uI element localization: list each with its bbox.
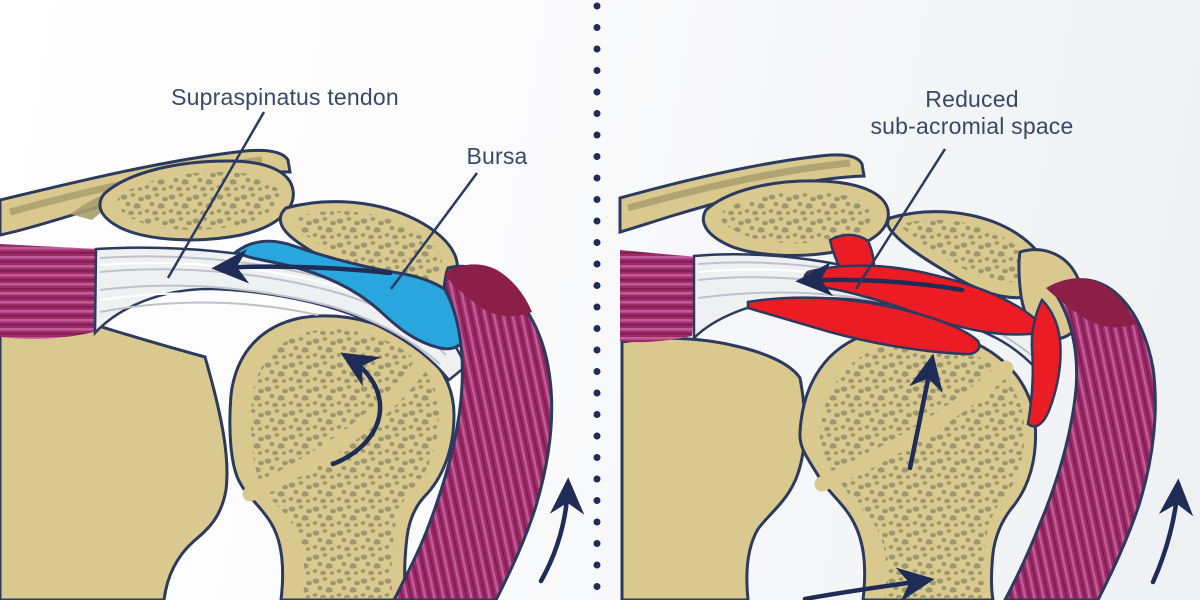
supraspinatus-leader-line [166, 111, 266, 279]
reduced-label-line1: Reduced [925, 86, 1019, 112]
normal-shoulder-illustration [0, 111, 585, 600]
bursa-leader-line [389, 172, 479, 290]
supraspinatus-tendon-label: Supraspinatus tendon [160, 84, 410, 111]
trabecular-texture [819, 342, 1025, 600]
deltoid-tendon-dark [1046, 278, 1136, 328]
deltoid-muscle [1003, 278, 1157, 600]
humerus-bone [228, 314, 456, 600]
scapula-bone [0, 308, 229, 600]
bursa-label-text: Bursa [466, 143, 528, 169]
reduced-label-line2: sub-acromial space [870, 113, 1074, 139]
supraspinatus-muscle [0, 244, 102, 339]
joint-space-arrow-icon [802, 567, 935, 600]
tendon-glide-arrow-icon [795, 261, 965, 297]
inflammation-insertion-streak [1026, 297, 1062, 428]
inflammation-top-pool [828, 233, 876, 270]
bursa-label: Bursa [447, 143, 547, 170]
inflammation-lower-band [746, 296, 981, 356]
scapula-bone [620, 336, 807, 600]
deltoid-tendon-dark [444, 264, 532, 317]
impinged-shoulder-illustration [618, 148, 1194, 600]
reduced-space-leader-line [854, 148, 947, 290]
supraspinatus-muscle [620, 250, 700, 343]
inflamed-bursa [746, 233, 1062, 428]
arm-elevation-arrow-icon [538, 477, 585, 584]
anatomical-neck-line [242, 356, 430, 502]
reduced-subacromial-space-label: Reduced sub-acromial space [822, 86, 1122, 140]
panel-divider-dotted-line [593, 2, 601, 600]
tendon-glide-arrow-icon [211, 249, 393, 284]
bone-shadow [627, 159, 851, 212]
deltoid-muscle [392, 264, 554, 600]
acromion-bone-segment-2 [886, 210, 1050, 300]
acromion-bone-segment-1 [98, 159, 295, 242]
arm-elevation-arrow-icon [1150, 478, 1194, 585]
anatomical-neck-line [814, 360, 1014, 492]
humeral-rotation-arrow-icon [330, 352, 383, 467]
supraspinatus-tendon-label-text: Supraspinatus tendon [171, 84, 399, 110]
humerus-bone [798, 326, 1038, 600]
humeral-elevation-arrow-icon [907, 353, 943, 471]
